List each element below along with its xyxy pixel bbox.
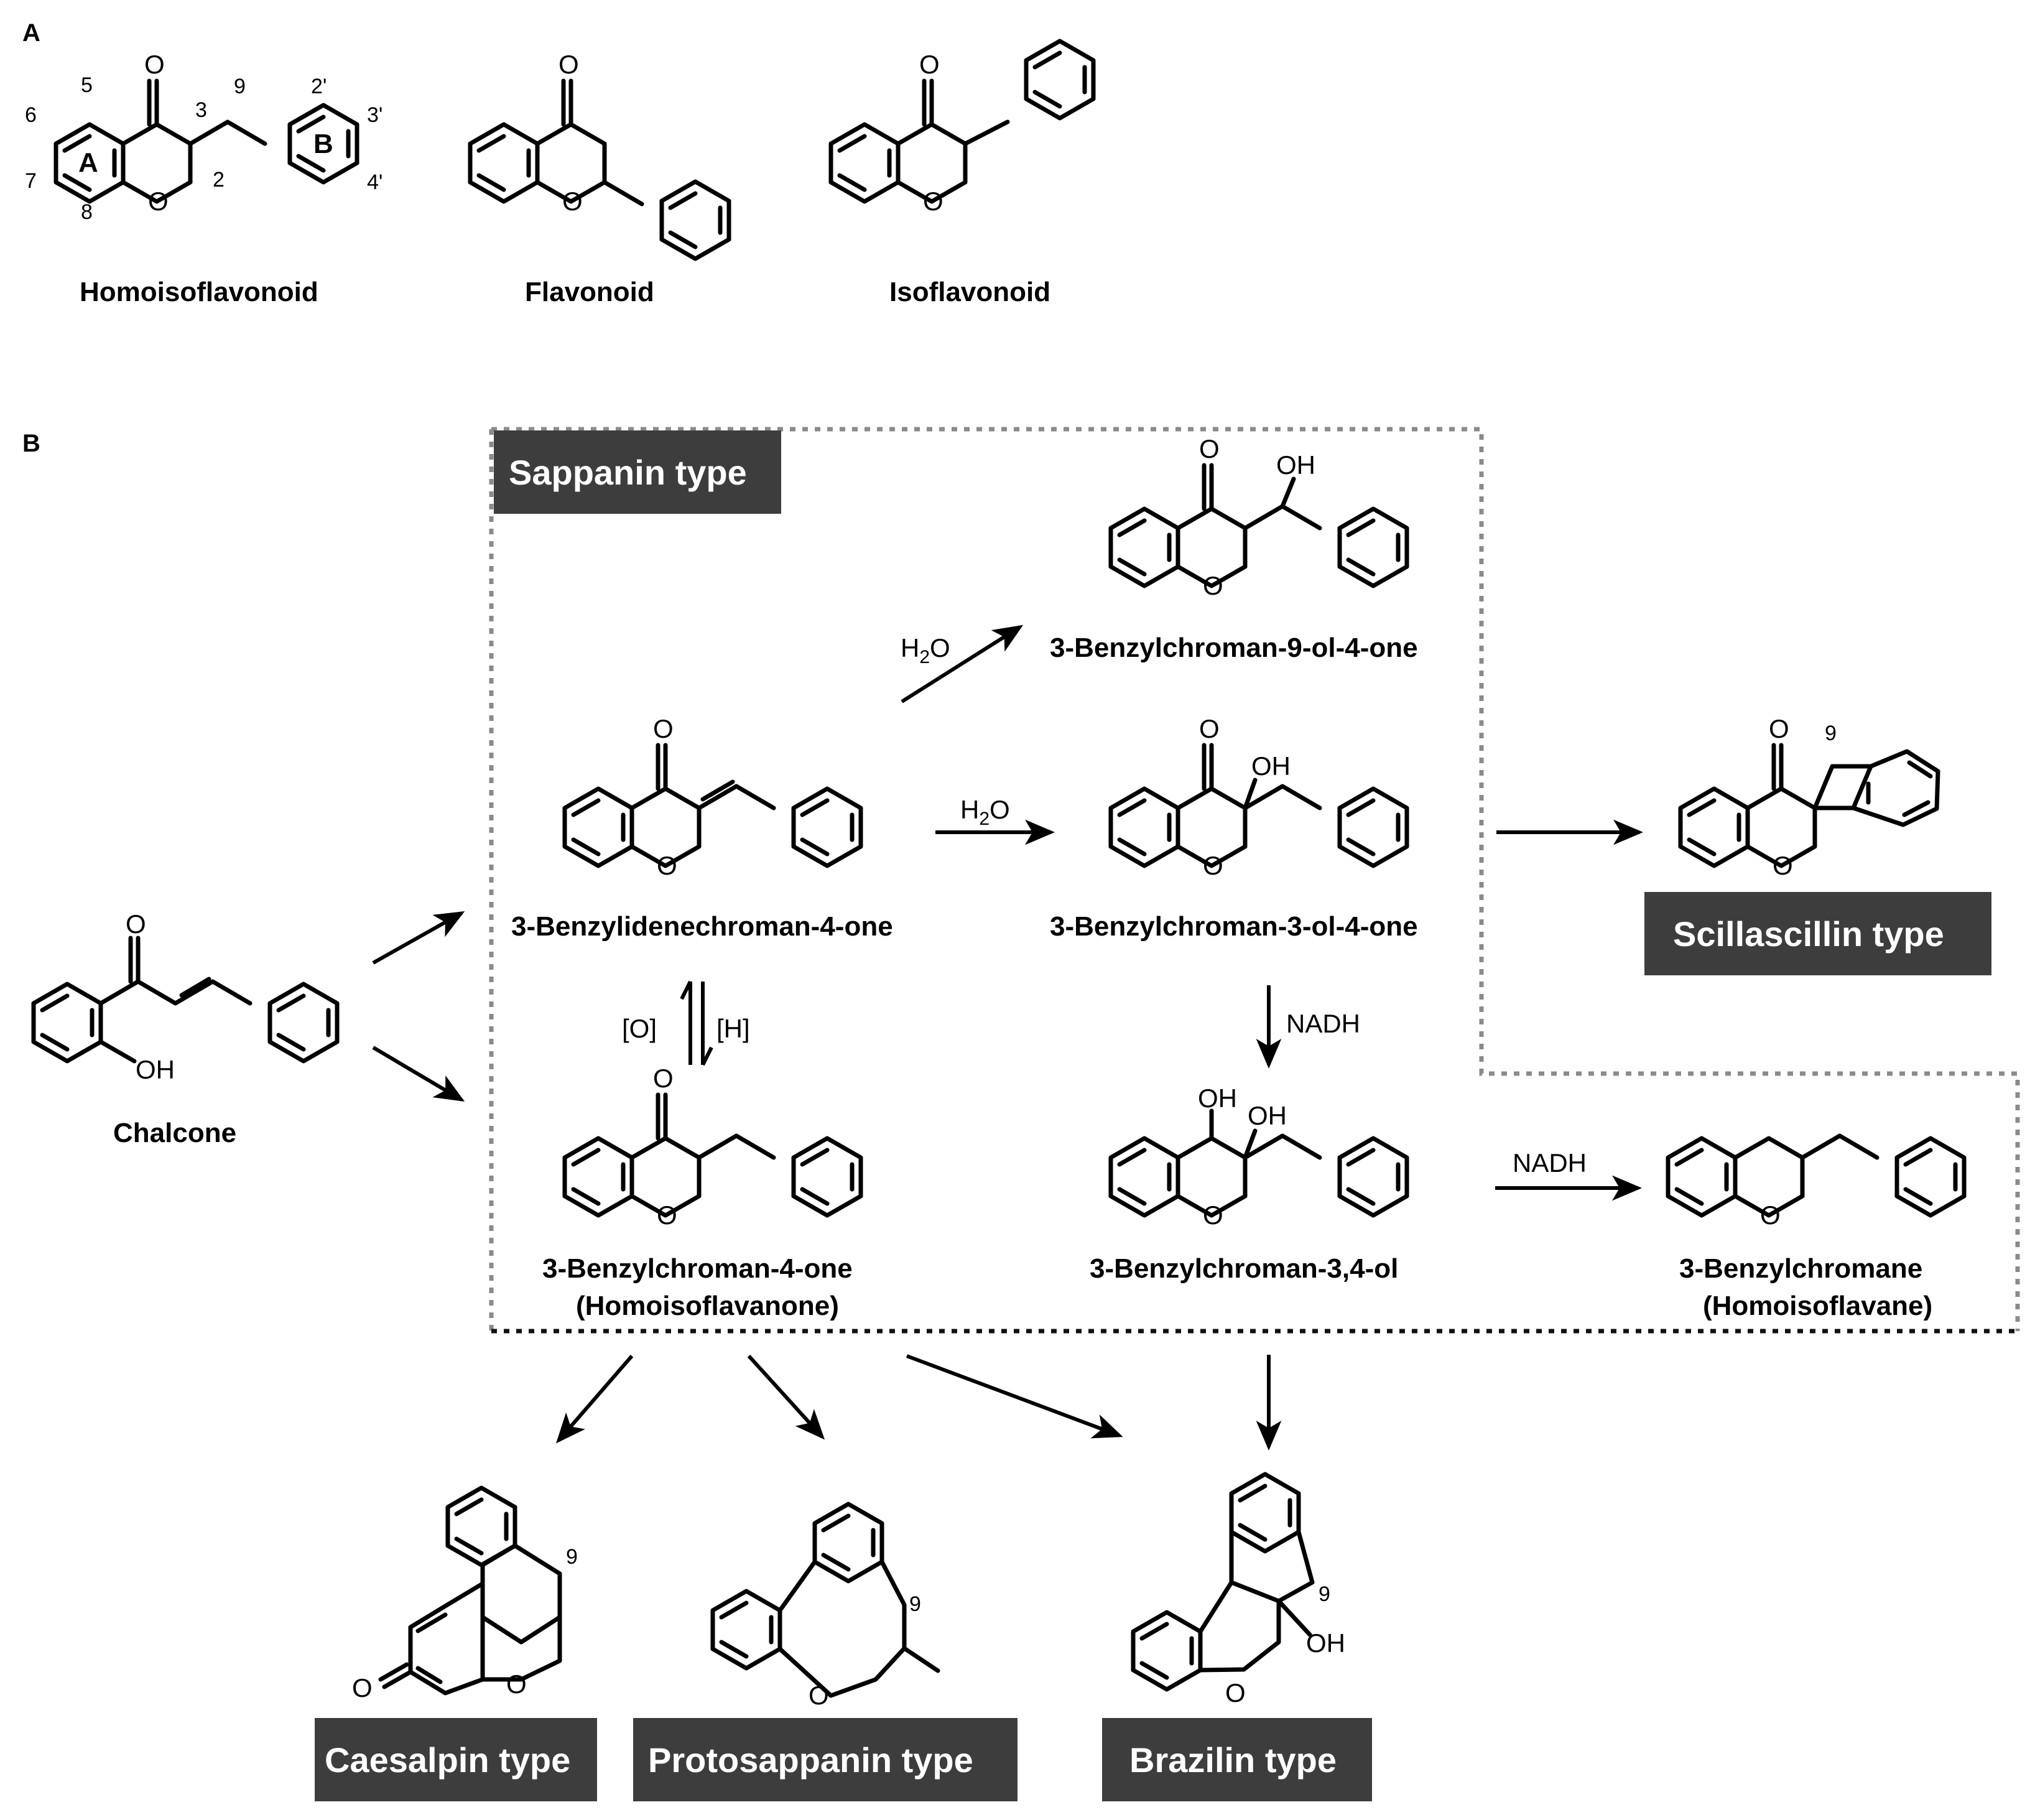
arrow-hydration-upper [901, 624, 1024, 703]
position-9: 9 [1319, 1582, 1330, 1606]
o-label: O [126, 909, 146, 939]
o-label: O [923, 187, 943, 216]
arrow-chalcone-to-benzylchromanone [372, 1046, 465, 1102]
caesalpin-structure: O O 9 [352, 1488, 578, 1702]
position-3-prime: 3' [367, 103, 382, 127]
nadh-condition-right: NADH [1513, 1148, 1587, 1177]
benzylchromanone-structure: O O [565, 1064, 861, 1230]
o-label: O [352, 1673, 373, 1702]
sappanin-type-box [494, 430, 781, 514]
sappanin-type-label: Sappanin type [509, 453, 747, 492]
protosappanin-structure: O 9 [713, 1504, 940, 1710]
reduction-condition: [H] [716, 1014, 750, 1043]
o-label: O [1225, 1678, 1246, 1707]
o-label: O [144, 50, 165, 79]
hydroxyl-label: OH [1198, 1084, 1237, 1113]
scillascillin-structure: O O 9 [1680, 714, 1940, 880]
hydroxyl-label: OH [1306, 1628, 1345, 1658]
arrow-to-caesalpin [556, 1355, 634, 1444]
brazilin-type-box [1102, 1718, 1372, 1801]
oxidation-condition: [O] [622, 1014, 657, 1043]
arrow-to-protosappanin [747, 1354, 825, 1440]
arrow-chalcone-to-benzylidene [372, 911, 465, 965]
o-label: O [562, 187, 583, 216]
protosappanin-type-box [633, 1718, 1018, 1801]
position-9: 9 [234, 75, 246, 98]
arrow-reduction [701, 982, 713, 1066]
benzylchromane-name: 3-Benzylchromane [1679, 1253, 1922, 1284]
brazilin-structure: O OH 9 [1133, 1474, 1345, 1707]
o-label: O [1203, 851, 1223, 880]
flavonoid-name: Flavonoid [525, 277, 654, 307]
panel-a-label: A [22, 19, 40, 47]
o-label: O [148, 187, 169, 216]
o-label: O [559, 50, 579, 79]
panel-b-label: B [22, 430, 40, 457]
position-3: 3 [195, 98, 207, 122]
homoisoflavanone-name: (Homoisoflavanone) [576, 1291, 839, 1321]
hydroxyl-label: OH [1276, 450, 1315, 480]
position-7: 7 [25, 169, 37, 193]
caesalpin-type-label: Caesalpin type [325, 1740, 570, 1780]
brazilin-type-label: Brazilin type [1129, 1740, 1337, 1780]
position-9: 9 [1825, 722, 1837, 745]
homoisoflavonoid-name: Homoisoflavonoid [80, 277, 318, 307]
position-4-prime: 4' [367, 170, 382, 194]
o-label: O [1760, 1200, 1781, 1230]
chalcone-name: Chalcone [113, 1118, 236, 1148]
isoflavonoid-name: Isoflavonoid [889, 277, 1050, 307]
caesalpin-type-box [315, 1718, 597, 1801]
o-label: O [657, 1200, 677, 1230]
position-2-prime: 2' [311, 75, 327, 98]
o-label: O [1203, 571, 1223, 600]
ring-a-label: A [78, 147, 98, 178]
flavonoid-structure: O O [470, 50, 729, 259]
benzylidenechromanone-name: 3-Benzylidenechroman-4-one [511, 911, 893, 942]
position-2: 2 [213, 168, 225, 192]
arrow-oxidation [680, 980, 692, 1065]
benzylidenechromanone-structure: O O [565, 714, 861, 880]
o-label: O [809, 1681, 829, 1710]
scillascillin-type-box [1644, 892, 1991, 975]
h2o-upper: H2O [901, 633, 950, 667]
protosappanin-type-label: Protosappanin type [648, 1740, 973, 1780]
benzylchroman3ol-structure: O O OH [1111, 714, 1407, 880]
o-label: O [919, 50, 940, 79]
benzylchromane-structure: O [1668, 1133, 1964, 1230]
o-label: O [653, 714, 674, 743]
position-5: 5 [81, 73, 93, 97]
homoisoflavane-name: (Homoisoflavane) [1703, 1291, 1932, 1321]
h2o-middle: H2O [960, 795, 1010, 829]
sappanin-region-border [491, 427, 2020, 1331]
isoflavonoid-structure: O O [831, 41, 1093, 216]
nadh-condition-down: NADH [1286, 1009, 1360, 1038]
o-label: O [1199, 434, 1220, 463]
benzylchroman9ol-structure: O O OH [1111, 434, 1407, 600]
scillascillin-type-label: Scillascillin type [1673, 914, 1944, 954]
hydroxyl-label: OH [1251, 751, 1291, 781]
hydroxyl-label: OH [136, 1055, 175, 1084]
position-9: 9 [566, 1545, 578, 1569]
o-label: O [657, 851, 677, 880]
benzylchromanone-name: 3-Benzylchroman-4-one [542, 1253, 853, 1284]
homoisoflavonoid-structure: O O A B 5 6 7 8 3 2 9 2' 3' 4' [25, 50, 382, 224]
benzylchroman3ol-name: 3-Benzylchroman-3-ol-4-one [1050, 911, 1418, 942]
benzylchromandiol-structure: O OH OH [1111, 1084, 1407, 1230]
o-label: O [1199, 714, 1220, 743]
benzylchromandiol-name: 3-Benzylchroman-3,4-ol [1090, 1253, 1398, 1284]
o-label: O [1769, 714, 1789, 743]
o-label: O [1773, 851, 1793, 880]
arrow-to-brazilin [906, 1354, 1123, 1439]
o-label: O [653, 1064, 674, 1093]
hydroxyl-label: OH [1248, 1101, 1287, 1130]
ring-b-label: B [313, 129, 333, 159]
position-9: 9 [909, 1592, 921, 1616]
chalcone-structure: O OH [34, 909, 337, 1084]
position-6: 6 [25, 103, 37, 127]
position-8: 8 [81, 200, 93, 224]
o-label: O [506, 1669, 527, 1699]
o-label: O [1203, 1200, 1223, 1230]
benzylchroman9ol-name: 3-Benzylchroman-9-ol-4-one [1050, 633, 1418, 663]
